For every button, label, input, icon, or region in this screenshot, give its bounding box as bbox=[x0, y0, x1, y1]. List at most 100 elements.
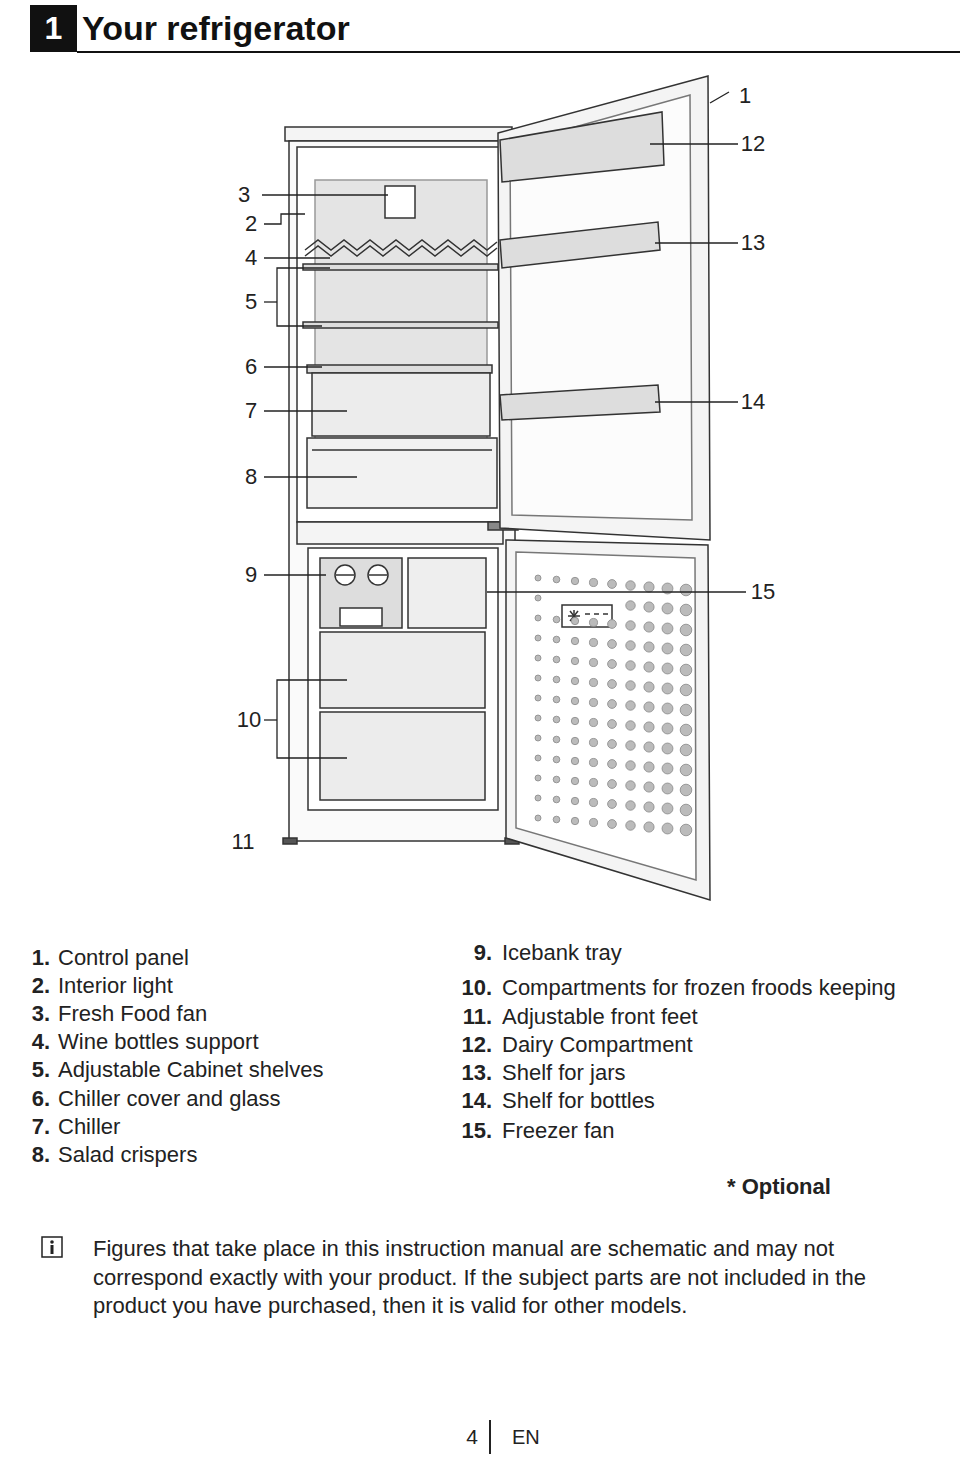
door-dot bbox=[535, 815, 541, 821]
list-number: 9. bbox=[474, 940, 492, 966]
door-dot bbox=[571, 657, 578, 664]
door-dot bbox=[680, 644, 692, 656]
list-number: 4. bbox=[32, 1029, 50, 1055]
callout-number: 13 bbox=[740, 230, 766, 256]
door-dot bbox=[644, 582, 654, 592]
page-title: Your refrigerator bbox=[82, 8, 350, 49]
door-dot bbox=[644, 722, 654, 732]
door-dot bbox=[626, 681, 636, 691]
part-name: Icebank tray bbox=[502, 940, 622, 966]
door-dot bbox=[553, 796, 560, 803]
door-dot bbox=[553, 616, 560, 623]
part-name: Chiller cover and glass bbox=[58, 1086, 281, 1112]
door-dot bbox=[553, 696, 560, 703]
door-dot bbox=[626, 761, 636, 771]
door-dot bbox=[553, 676, 560, 683]
language-code: EN bbox=[512, 1425, 540, 1449]
door-dot bbox=[680, 724, 692, 736]
door-dot bbox=[589, 658, 597, 666]
door-dot bbox=[608, 640, 617, 649]
door-dot bbox=[608, 780, 617, 789]
callout-number: 10 bbox=[236, 707, 262, 733]
door-dot bbox=[553, 576, 560, 583]
door-dot bbox=[589, 618, 597, 626]
door-dot bbox=[571, 777, 578, 784]
door-dot bbox=[553, 636, 560, 643]
list-number: 7. bbox=[32, 1114, 50, 1140]
door-dot bbox=[535, 675, 541, 681]
door-dot bbox=[553, 756, 560, 763]
door-dot bbox=[680, 784, 692, 796]
callout-number: 2 bbox=[244, 211, 258, 237]
door-dot bbox=[644, 662, 654, 672]
door-dot bbox=[680, 704, 692, 716]
list-number: 3. bbox=[32, 1001, 50, 1027]
door-dot bbox=[662, 603, 673, 614]
door-dot bbox=[553, 776, 560, 783]
door-dot bbox=[662, 683, 673, 694]
door-dot bbox=[680, 624, 692, 636]
callout-number: 4 bbox=[244, 245, 258, 271]
part-name: Dairy Compartment bbox=[502, 1032, 693, 1058]
callout-number: 12 bbox=[740, 131, 766, 157]
door-dot bbox=[553, 716, 560, 723]
door-dot bbox=[626, 721, 636, 731]
door-dot bbox=[626, 821, 636, 831]
door-dot bbox=[535, 655, 541, 661]
door-dot bbox=[589, 758, 597, 766]
door-dot bbox=[535, 595, 541, 601]
list-number: 5. bbox=[32, 1057, 50, 1083]
list-number: 12. bbox=[461, 1032, 492, 1058]
door-dot bbox=[571, 637, 578, 644]
door-dot bbox=[571, 817, 578, 824]
door-dot bbox=[571, 737, 578, 744]
door-dot bbox=[589, 738, 597, 746]
part-name: Freezer fan bbox=[502, 1118, 615, 1144]
section-number: 1 bbox=[45, 10, 63, 47]
list-number: 13. bbox=[461, 1060, 492, 1086]
callout-number: 3 bbox=[237, 182, 251, 208]
part-name: Adjustable Cabinet shelves bbox=[58, 1057, 323, 1083]
list-number: 6. bbox=[32, 1086, 50, 1112]
door-dot bbox=[608, 580, 617, 589]
callout-number: 8 bbox=[244, 464, 258, 490]
door-dot bbox=[626, 641, 636, 651]
callout-number: 6 bbox=[244, 354, 258, 380]
door-dot bbox=[535, 795, 541, 801]
door-dot bbox=[571, 757, 578, 764]
door-dot bbox=[535, 615, 541, 621]
callout-number: 5 bbox=[244, 289, 258, 315]
door-dot bbox=[589, 718, 597, 726]
door-dot bbox=[662, 783, 673, 794]
list-number: 2. bbox=[32, 973, 50, 999]
part-name: Salad crispers bbox=[58, 1142, 197, 1168]
door-dot bbox=[571, 797, 578, 804]
list-number: 14. bbox=[461, 1088, 492, 1114]
door-dot bbox=[662, 823, 673, 834]
door-dot bbox=[644, 762, 654, 772]
door-dot bbox=[608, 760, 617, 769]
door-dot bbox=[644, 682, 654, 692]
door-dot bbox=[680, 824, 692, 836]
door-dot bbox=[662, 803, 673, 814]
door-dot bbox=[680, 764, 692, 776]
door-dot bbox=[589, 798, 597, 806]
door-dot bbox=[553, 816, 560, 823]
door-dot bbox=[608, 720, 617, 729]
door-dot bbox=[662, 643, 673, 654]
part-name: Adjustable front feet bbox=[502, 1004, 698, 1030]
door-dot bbox=[626, 621, 636, 631]
door-dot bbox=[535, 775, 541, 781]
door-dot bbox=[553, 736, 560, 743]
door-dot bbox=[535, 755, 541, 761]
door-dot bbox=[644, 822, 654, 832]
door-dot bbox=[535, 735, 541, 741]
part-name: Shelf for jars bbox=[502, 1060, 626, 1086]
door-dot bbox=[626, 781, 636, 791]
callout-number: 1 bbox=[738, 83, 752, 109]
door-dot bbox=[589, 818, 597, 826]
door-dot bbox=[680, 744, 692, 756]
door-dot bbox=[608, 680, 617, 689]
callout-number: 9 bbox=[244, 562, 258, 588]
door-dot bbox=[662, 763, 673, 774]
